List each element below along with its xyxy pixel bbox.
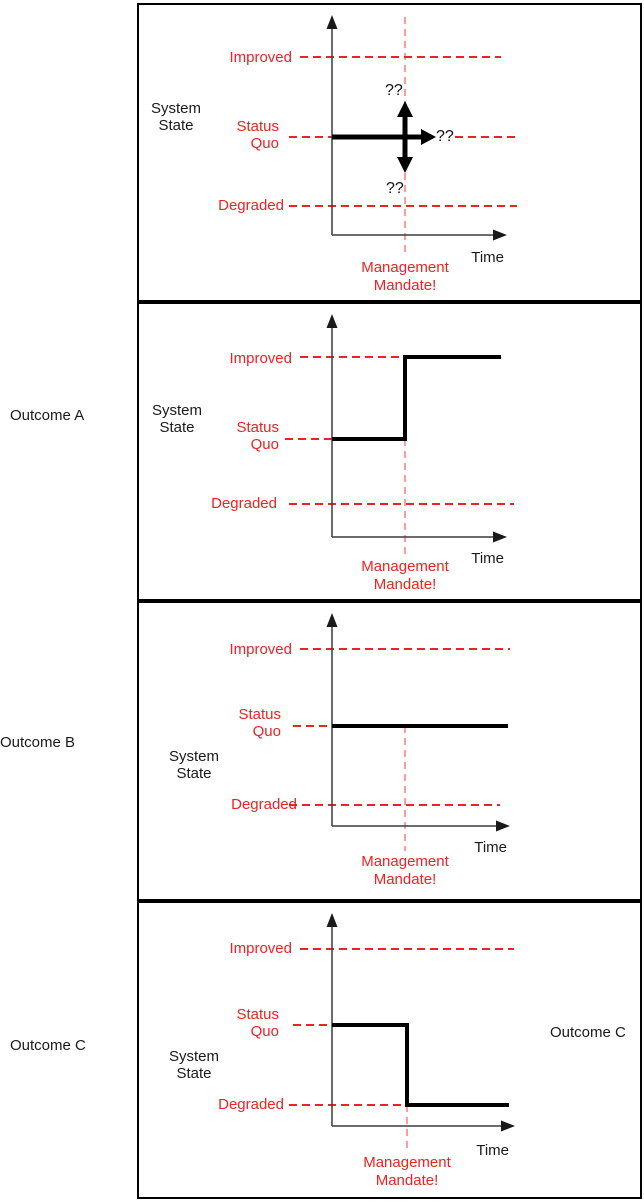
up-question-arrowhead [397,101,413,117]
degraded-tick-label: Degraded [211,495,277,512]
panel-outcome-c-plot [289,913,515,1153]
outcome-c-inside-label: Outcome C [550,1024,626,1041]
y-axis-arrowhead [326,314,338,328]
unknown-up-label: ?? [385,82,403,99]
mandate-label-line2: Mandate! [373,576,437,593]
panel-outcome-b: System State Improved Status Quo Degrade… [137,601,642,901]
x-axis-title: Time [474,839,507,856]
outcome-a-label: Outcome A [10,407,85,424]
unknown-right-label: ?? [436,128,454,145]
degraded-tick-label: Degraded [218,197,284,214]
x-axis-title: Time [476,1142,509,1159]
outcome-c-label: Outcome C [10,1037,86,1054]
status-quo-tick-line2: Quo [250,135,279,152]
x-axis-arrowhead [493,531,507,543]
mandate-label: Management Mandate! [320,259,490,295]
status-quo-tick-line1: Status [238,706,281,723]
status-quo-tick-label: Status Quo [236,118,279,152]
y-axis-title-line1: System [151,402,202,419]
mandate-label: Management Mandate! [322,1154,492,1190]
mandate-label-line2: Mandate! [373,277,437,294]
mandate-label: Management Mandate! [320,853,490,889]
x-axis-arrowhead [493,229,507,241]
mandate-label-line2: Mandate! [373,871,437,888]
panel-question-plot [289,15,517,257]
status-quo-tick-line1: Status [236,118,279,135]
status-quo-tick-label: Status Quo [238,706,281,740]
y-axis-title-line2: State [176,1065,212,1082]
x-axis-title: Time [471,249,504,266]
degraded-tick-label: Degraded [231,796,297,813]
down-question-arrowhead [397,157,413,173]
y-axis-title-line1: System [150,100,201,117]
y-axis-title-line2: State [158,117,194,134]
y-axis-arrowhead [326,913,338,927]
panel-question: System State Improved Status Quo Degrade… [137,3,642,302]
y-axis-arrowhead [326,613,338,627]
y-axis-title-line1: System [168,1048,219,1065]
mandate-label-line2: Mandate! [375,1172,439,1189]
improved-tick-label: Improved [229,350,292,367]
status-quo-tick-line1: Status [236,1006,279,1023]
state-line-step-up [332,355,501,441]
mandate-label-line1: Management [361,259,449,276]
mandate-label-line1: Management [361,853,449,870]
y-axis-title-line2: State [159,419,195,436]
status-quo-tick-line1: Status [236,419,279,436]
y-axis-arrowhead [326,15,338,29]
y-axis-title: System State [161,1048,227,1082]
panel-outcome-a-plot [285,314,514,557]
right-question-arrowhead [421,129,436,145]
y-axis-title: System State [144,402,210,436]
outcome-b-label: Outcome B [0,734,76,751]
status-quo-tick-label: Status Quo [236,1006,279,1040]
status-quo-tick-label: Status Quo [236,419,279,453]
mandate-label-line1: Management [363,1154,451,1171]
unknown-down-label: ?? [386,180,404,197]
improved-tick-label: Improved [229,641,292,658]
degraded-tick-label: Degraded [218,1096,284,1113]
panel-outcome-b-plot [289,613,510,851]
panel-outcome-c: System State Improved Status Quo Degrade… [137,901,642,1199]
improved-tick-label: Improved [229,49,292,66]
y-axis-title-line2: State [176,765,212,782]
x-axis-title: Time [471,550,504,567]
mandate-label-line1: Management [361,558,449,575]
panel-outcome-a: System State Improved Status Quo Degrade… [137,302,642,601]
status-quo-tick-line2: Quo [250,436,279,453]
state-line-step-down [332,1023,509,1107]
mandate-label: Management Mandate! [320,558,490,594]
status-quo-tick-line2: Quo [250,1023,279,1040]
improved-tick-label: Improved [229,940,292,957]
y-axis-title-line1: System [168,748,219,765]
y-axis-title: System State [143,100,209,134]
x-axis-arrowhead [496,820,510,832]
y-axis-title: System State [161,748,227,782]
x-axis-arrowhead [501,1120,515,1132]
status-quo-tick-line2: Quo [252,723,281,740]
